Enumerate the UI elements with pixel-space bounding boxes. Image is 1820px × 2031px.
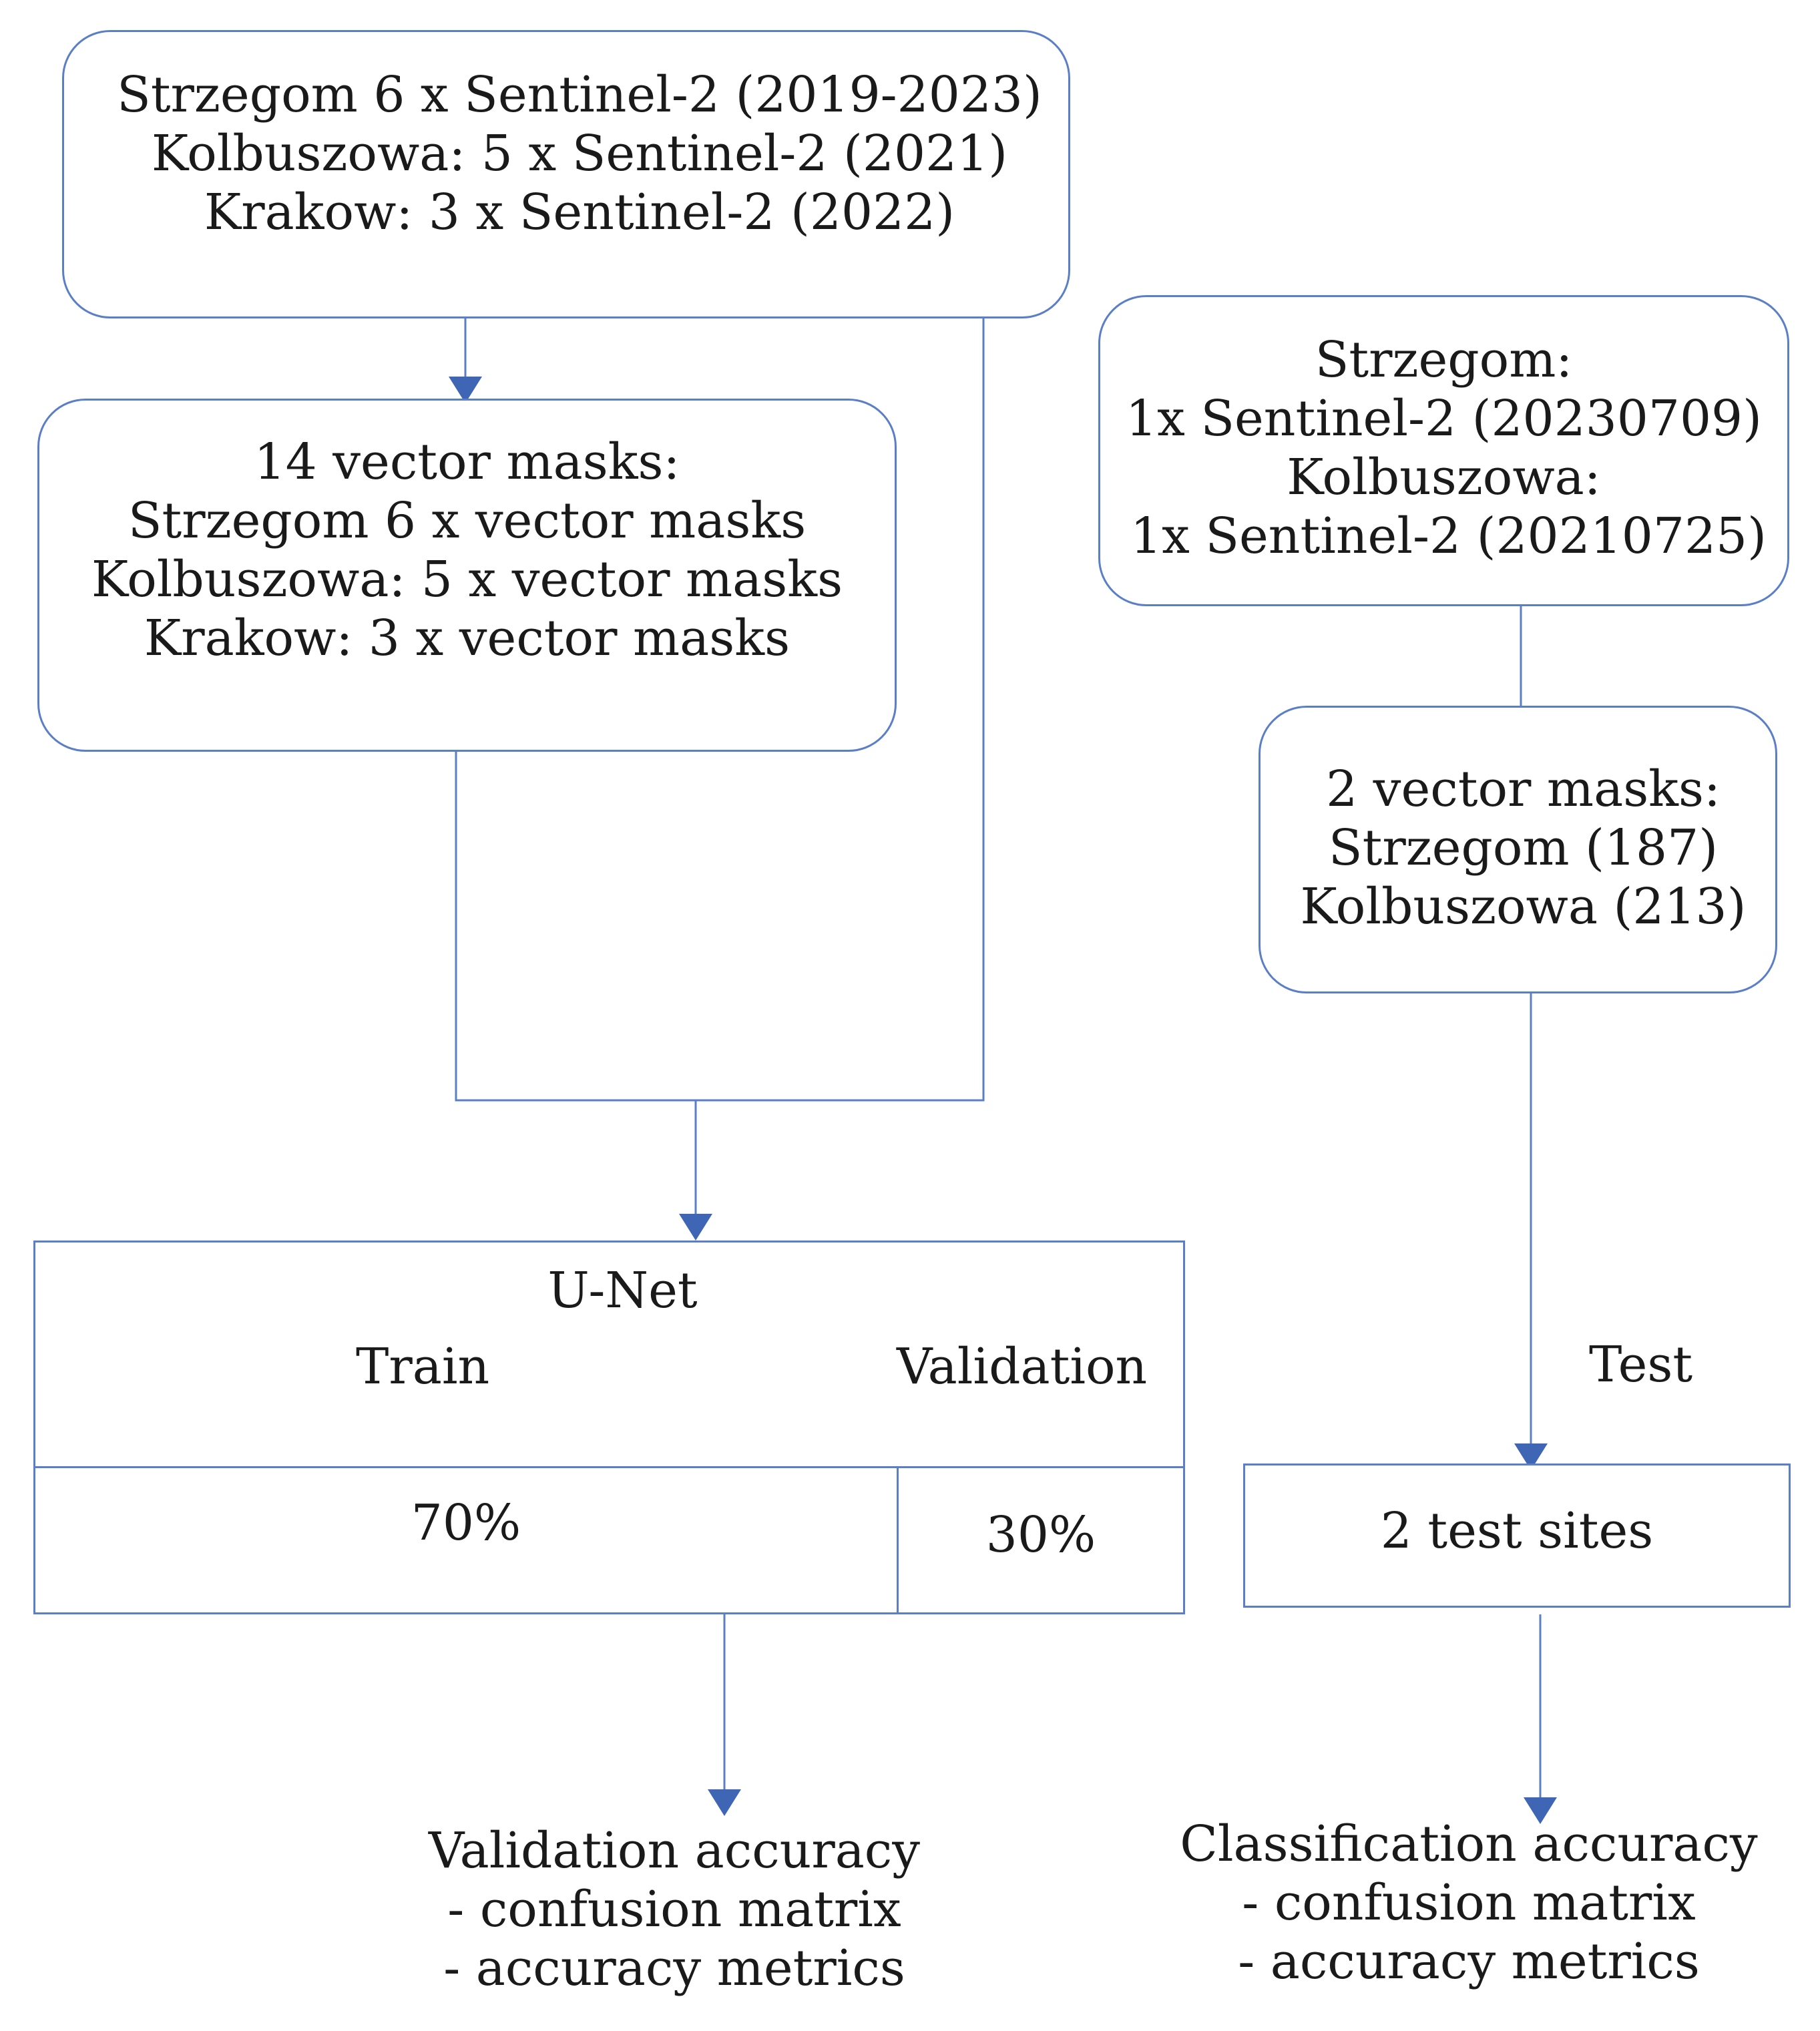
train-split-value: 70%: [411, 1494, 521, 1552]
vector-masks-box: 14 vector masks: Strzegom 6 x vector mas…: [37, 399, 897, 752]
test-masks-line-1: 2 vector masks:: [1326, 760, 1721, 818]
masks-line-3: Kolbuszowa: 5 x vector masks: [91, 551, 843, 608]
arrowhead-validation-output: [708, 1789, 741, 1816]
sources-box: Strzegom 6 x Sentinel-2 (2019-2023) Kolb…: [62, 30, 1070, 318]
validation-output-line-1: Validation accuracy: [428, 1822, 921, 1879]
test-sources-line-2: 1x Sentinel-2 (20230709): [1125, 390, 1762, 447]
sources-line-1: Strzegom 6 x Sentinel-2 (2019-2023): [117, 66, 1042, 124]
classification-output-line-2: - confusion matrix: [1242, 1874, 1696, 1932]
unet-title: U-Net: [547, 1262, 698, 1319]
validation-output-line-2: - confusion matrix: [447, 1881, 901, 1938]
validation-output-line-3: - accuracy metrics: [443, 1940, 905, 1997]
unet-box: U-Net Train Validation 70% 30%: [33, 1240, 1185, 1614]
classification-output-line-3: - accuracy metrics: [1238, 1933, 1700, 1990]
validation-label: Validation: [897, 1338, 1148, 1395]
test-label: Test: [1589, 1336, 1693, 1393]
unet-split-divider: [35, 1466, 1183, 1468]
classification-output-line-1: Classification accuracy: [1180, 1815, 1758, 1873]
test-sites-box: 2 test sites: [1243, 1463, 1791, 1608]
sources-line-2: Kolbuszowa: 5 x Sentinel-2 (2021): [151, 125, 1008, 182]
test-sources-line-4: 1x Sentinel-2 (20210725): [1130, 507, 1767, 565]
validation-split-value: 30%: [985, 1506, 1096, 1564]
test-sources-box: Strzegom: 1x Sentinel-2 (20230709) Kolbu…: [1098, 295, 1789, 606]
train-label: Train: [356, 1338, 490, 1395]
arrowhead-unet: [679, 1214, 712, 1240]
masks-line-4: Krakow: 3 x vector masks: [144, 610, 790, 667]
test-sources-line-1: Strzegom:: [1315, 331, 1573, 389]
test-vector-masks-box: 2 vector masks: Strzegom (187) Kolbuszow…: [1259, 706, 1777, 993]
sources-line-3: Krakow: 3 x Sentinel-2 (2022): [204, 184, 955, 241]
arrowhead-masks: [449, 377, 482, 403]
arrowhead-classification-output: [1524, 1797, 1557, 1824]
masks-line-1: 14 vector masks:: [254, 433, 680, 491]
unet-split-vertical: [897, 1468, 899, 1612]
arrowhead-test-sites: [1514, 1443, 1548, 1470]
test-masks-line-3: Kolbuszowa (213): [1300, 878, 1747, 935]
test-masks-line-2: Strzegom (187): [1328, 819, 1719, 877]
masks-line-2: Strzegom 6 x vector masks: [128, 492, 807, 549]
connector-masks-merge: [455, 318, 985, 1102]
test-sources-line-3: Kolbuszowa:: [1287, 449, 1601, 506]
test-sites-label: 2 test sites: [1380, 1502, 1654, 1560]
